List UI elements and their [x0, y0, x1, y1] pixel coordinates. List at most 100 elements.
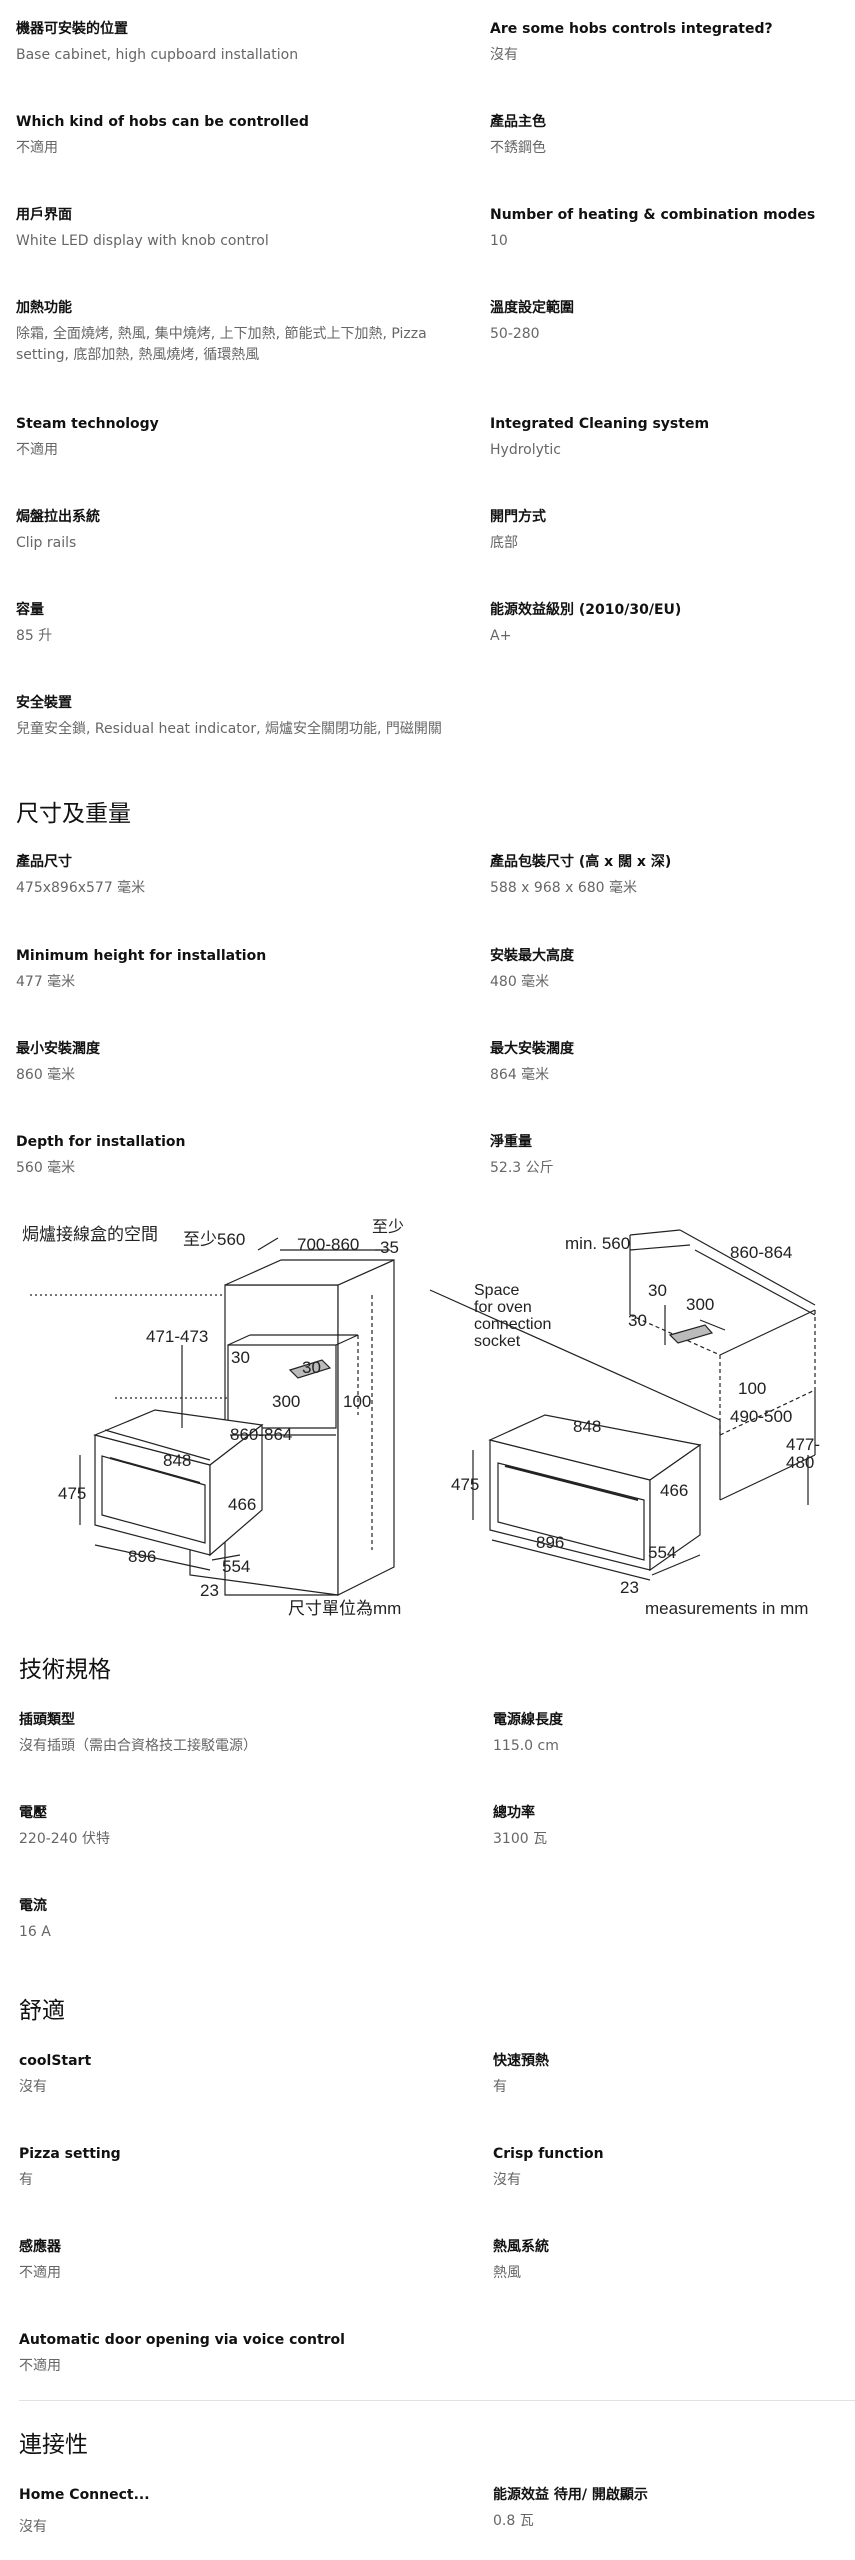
spec-block-tech: 插頭類型 沒有插頭（需由合資格技工接駁電源） 電壓 220-240 伏特 電流 … [19, 1710, 855, 1970]
spec-block-connectivity: Home Connect... 沒有 能源效益 待用/ 開啟顯示 0.8 瓦 [19, 2485, 855, 2560]
spec-label: Number of heating & combination modes [490, 207, 816, 223]
spec-item: 能源效益級別 (2010/30/EU) A+ [490, 600, 854, 647]
spec-value: 沒有 [493, 2172, 521, 2188]
spec-value: 475x896x577 毫米 [16, 880, 146, 896]
section-title-tech: 技術規格 [19, 1657, 111, 1683]
label-848-left: 848 [163, 1451, 191, 1470]
spec-label: 總功率 [493, 1805, 535, 1821]
spec-value: 不適用 [16, 140, 58, 156]
spec-label: Minimum height for installation [16, 948, 267, 964]
label-units-right: measurements in mm [645, 1599, 808, 1618]
spec-label: 焗盤拉出系統 [16, 509, 100, 525]
label-480-right: 480 [786, 1453, 814, 1472]
niche-left [227, 1344, 337, 1429]
section-title-comfort: 舒適 [19, 1998, 65, 2024]
spec-label: Depth for installation [16, 1134, 186, 1150]
spec-value: 兒童安全鎖, Residual heat indicator, 焗爐安全關閉功能… [16, 721, 442, 737]
label-896-left: 896 [128, 1547, 156, 1566]
label-socket1-right: Space [474, 1282, 519, 1299]
spec-item: 最小安裝濶度 860 毫米 [16, 1039, 474, 1086]
spec-item: 產品主色 不銹鋼色 [490, 112, 854, 159]
spec-value: 不適用 [16, 442, 58, 458]
spec-label: 機器可安裝的位置 [16, 21, 128, 37]
socket-box-left [288, 1359, 332, 1379]
spec-value: 860 毫米 [16, 1067, 76, 1083]
label-min-left: 至少 [372, 1218, 404, 1236]
label-socket-space-left: 焗爐接線盒的空間 [22, 1225, 158, 1244]
label-30b-left: 30 [302, 1358, 321, 1377]
spec-label: 電壓 [19, 1805, 47, 1821]
spec-item: 產品包裝尺寸 (高 x 闊 x 深) 588 x 968 x 680 毫米 [490, 852, 854, 899]
label-30a-right: 30 [648, 1281, 667, 1300]
spec-label: 能源效益級別 (2010/30/EU) [490, 602, 682, 618]
spec-block-dimensions: 產品尺寸 475x896x577 毫米 Minimum height for i… [16, 850, 854, 1190]
spec-block-comfort: coolStart 沒有 Pizza setting 有 感應器 不適用 Aut… [19, 2051, 855, 2411]
spec-value: 沒有插頭（需由合資格技工接駁電源） [19, 1738, 257, 1754]
label-socket4-right: socket [474, 1333, 521, 1350]
spec-value: 0.8 瓦 [493, 2513, 534, 2529]
label-35-left: 35 [380, 1238, 399, 1257]
drawing-left [30, 1237, 395, 1596]
spec-label: Pizza setting [19, 2146, 121, 2162]
spec-label: 加熱功能 [16, 300, 72, 316]
spec-label: 插頭類型 [19, 1712, 75, 1728]
spec-value: A+ [490, 628, 512, 644]
spec-value: 52.3 公斤 [490, 1160, 554, 1176]
spec-item: 電壓 220-240 伏特 [19, 1803, 477, 1850]
spec-value: 588 x 968 x 680 毫米 [490, 880, 637, 896]
spec-value: 沒有 [19, 2079, 47, 2095]
spec-item: 最大安裝濶度 864 毫米 [490, 1039, 854, 1086]
spec-label: 用戶界面 [16, 207, 72, 223]
spec-label: coolStart [19, 2053, 92, 2069]
spec-item: Depth for installation 560 毫米 [16, 1132, 474, 1179]
spec-item: Minimum height for installation 477 毫米 [16, 946, 474, 993]
label-30a-left: 30 [231, 1348, 250, 1367]
divider [19, 2400, 855, 2401]
label-min560-left: 至少560 [183, 1230, 245, 1249]
section-title-connectivity: 連接性 [19, 2432, 88, 2458]
spec-label: 淨重量 [490, 1134, 532, 1150]
spec-value: 沒有 [19, 2519, 47, 2535]
spec-value: 有 [19, 2172, 33, 2188]
spec-item: 快速預熱 有 [493, 2051, 855, 2098]
label-477-right: 477- [786, 1435, 820, 1454]
spec-item: 總功率 3100 瓦 [493, 1803, 855, 1850]
spec-item: 電流 16 A [19, 1896, 477, 1943]
label-466-right: 466 [660, 1481, 688, 1500]
section-title-dimensions: 尺寸及重量 [16, 801, 131, 827]
spec-value: 477 毫米 [16, 974, 76, 990]
spec-label: 安裝最大高度 [490, 948, 574, 964]
installation-drawing: 焗爐接線盒的空間 至少560 700-860 至少 35 471-473 30 … [22, 1218, 820, 1618]
spec-item: 安全裝置 兒童安全鎖, Residual heat indicator, 焗爐安… [16, 693, 474, 740]
spec-value: 10 [490, 233, 508, 249]
spec-item: 產品尺寸 475x896x577 毫米 [16, 852, 474, 899]
label-23-left: 23 [200, 1581, 219, 1600]
spec-label: Home Connect... [19, 2487, 150, 2503]
spec-value: 50-280 [490, 326, 540, 342]
spec-label: Steam technology [16, 416, 159, 432]
spec-value: 85 升 [16, 628, 53, 644]
spec-item: 插頭類型 沒有插頭（需由合資格技工接駁電源） [19, 1710, 477, 1757]
label-466-left: 466 [228, 1495, 256, 1514]
label-socket2-right: for oven [474, 1299, 532, 1316]
spec-item: 電源線長度 115.0 cm [493, 1710, 855, 1757]
label-100-left: 100 [343, 1392, 371, 1411]
spec-item: Are some hobs controls integrated? 沒有 [490, 19, 854, 66]
spec-item: 焗盤拉出系統 Clip rails [16, 507, 474, 554]
spec-label: 安全裝置 [16, 695, 72, 711]
spec-item: Automatic door opening via voice control… [19, 2330, 519, 2377]
label-896-right: 896 [536, 1533, 564, 1552]
spec-value: Clip rails [16, 535, 77, 551]
spec-label: 能源效益 待用/ 開啟顯示 [493, 2487, 648, 2503]
spec-item: Pizza setting 有 [19, 2144, 477, 2191]
drawing-right [429, 1229, 816, 1581]
spec-value: 不銹鋼色 [490, 140, 546, 156]
spec-label: 電流 [19, 1898, 47, 1914]
label-848-right: 848 [573, 1417, 601, 1436]
oven-side-right [649, 1443, 701, 1572]
label-30b-right: 30 [628, 1311, 647, 1330]
spec-item: 感應器 不適用 [19, 2237, 477, 2284]
label-300-right: 300 [686, 1295, 714, 1314]
spec-label: 最小安裝濶度 [16, 1041, 100, 1057]
spec-label: 產品主色 [490, 114, 546, 130]
